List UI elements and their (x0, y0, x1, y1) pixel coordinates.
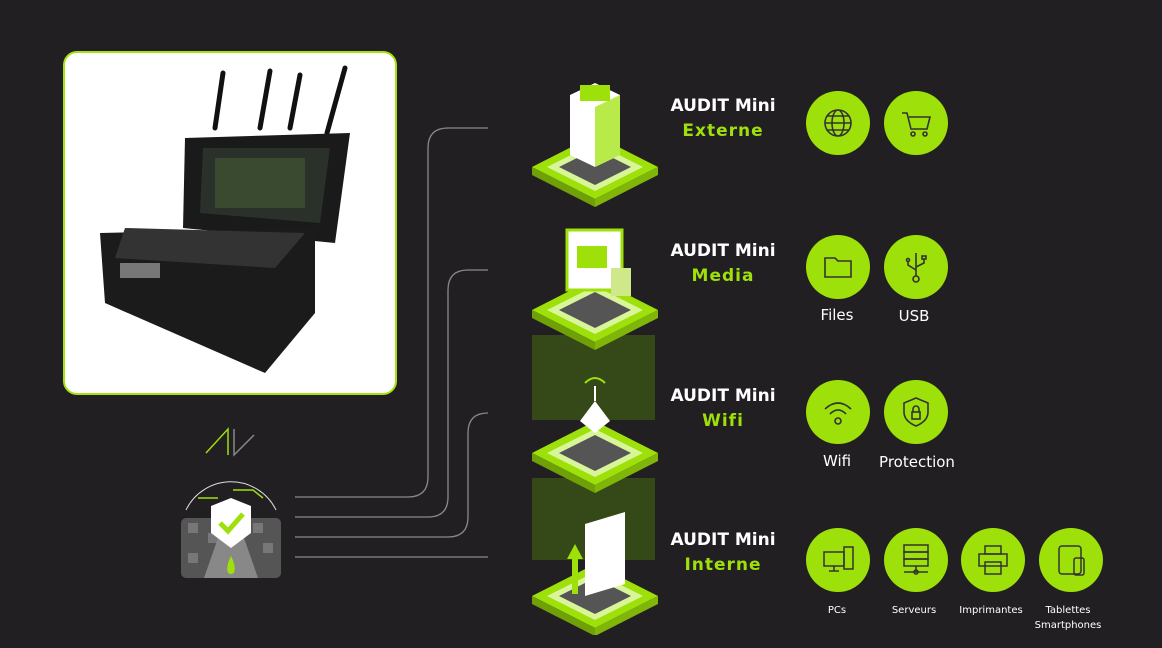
cart-icon (884, 91, 948, 155)
label-serveurs: Serveurs (891, 605, 937, 616)
secure-network-icon (181, 481, 281, 578)
server-icon (884, 528, 948, 592)
label-protection: Protection (879, 453, 955, 471)
label-tablettes: Tablettes Smartphones (1034, 605, 1102, 631)
globe-icon (806, 91, 870, 155)
wifi-platform (532, 377, 658, 493)
folder-icon (806, 235, 870, 299)
usb-icon (884, 235, 948, 299)
product-image (63, 51, 397, 395)
label-wifi: Wifi (822, 452, 852, 470)
building-platform (532, 83, 658, 207)
printer-icon (961, 528, 1025, 592)
label-imprimantes: Imprimantes (959, 605, 1023, 616)
audit-platforms (532, 83, 658, 635)
wifi-icon (806, 380, 870, 444)
label-pcs: PCs (827, 605, 847, 616)
media-platform (532, 228, 658, 350)
tablet-icon (1039, 528, 1103, 592)
swap-arrows-icon (205, 427, 255, 457)
label-files: Files (820, 306, 854, 324)
label-usb: USB (898, 307, 930, 325)
audit-case-illustration (100, 65, 350, 373)
shield-lock-icon (884, 380, 948, 444)
internal-platform (532, 512, 658, 635)
pc-icon (806, 528, 870, 592)
